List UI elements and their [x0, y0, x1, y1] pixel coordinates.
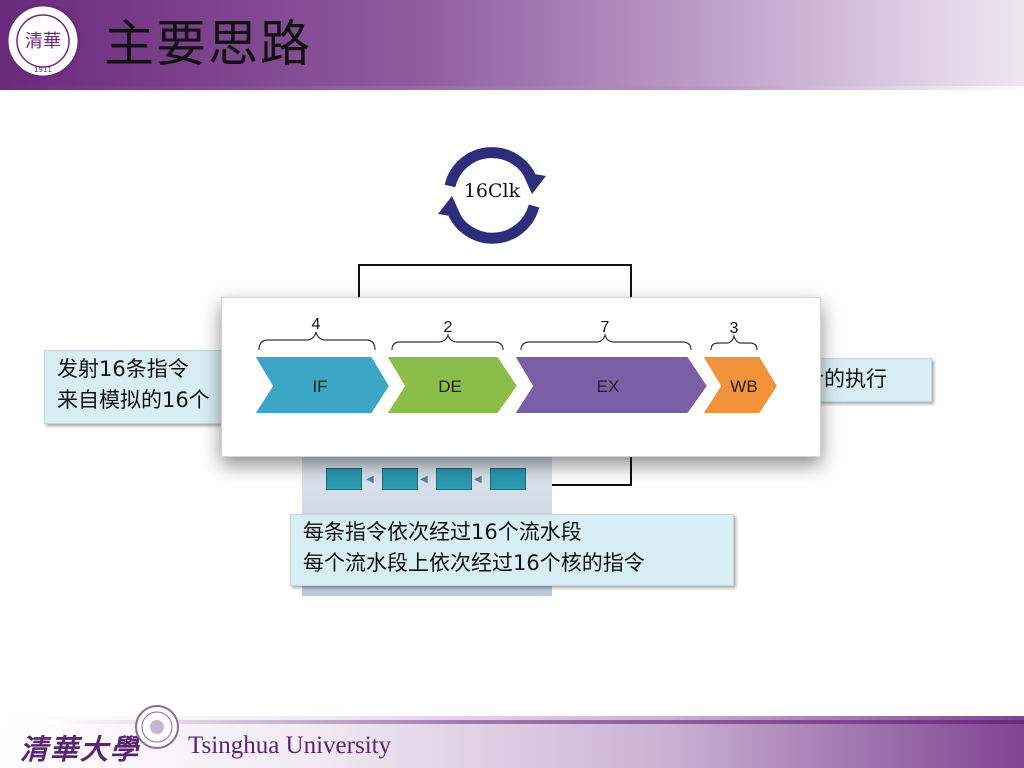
stage-if-label: IF	[312, 377, 327, 396]
brace-wb	[710, 333, 758, 351]
brace-if	[258, 331, 376, 351]
left-arrow-icon: ◀	[474, 474, 482, 485]
mini-stage-box	[326, 468, 362, 490]
svg-text:清華: 清華	[25, 31, 61, 52]
slide-title: 主要思路	[104, 15, 312, 73]
stage-de-count: 2	[444, 319, 453, 336]
header-band	[0, 0, 1024, 86]
callout-issue: 发射16条指令 来自模拟的16个	[44, 350, 240, 424]
callout-issue-line1: 发射16条指令	[57, 357, 189, 381]
footer-university-cn: 清華大學	[20, 733, 141, 766]
footer-university-en: Tsinghua University	[188, 732, 392, 759]
left-arrow-icon: ◀	[366, 474, 374, 485]
callout-issue-line2: 来自模拟的16个	[57, 388, 210, 412]
brace-de	[391, 332, 504, 351]
svg-text:1911: 1911	[34, 66, 52, 74]
stage-wb-count: 3	[730, 320, 739, 337]
footer-divider	[0, 720, 1024, 724]
stage-ex-count: 7	[601, 319, 610, 336]
stage-de-label: DE	[438, 377, 462, 396]
left-arrow-icon: ◀	[420, 474, 428, 485]
mini-stage-box	[436, 468, 472, 490]
header-divider	[0, 86, 1024, 90]
callout-stages-line1: 每条指令依次经过16个流水段	[303, 520, 582, 544]
stage-wb-chevron	[700, 355, 780, 415]
mini-stage-box	[382, 468, 418, 490]
cycle-clock-icon	[438, 147, 546, 244]
clock-label: 16Clk	[463, 180, 521, 202]
footer-seal-icon	[135, 705, 179, 749]
stage-de-chevron	[384, 355, 520, 415]
tsinghua-seal-icon: 清華 1911	[5, 3, 81, 79]
callout-stages-line2: 每个流水段上依次经过16个核的指令	[303, 551, 645, 575]
mini-stage-box	[490, 468, 526, 490]
stage-ex-chevron	[512, 355, 710, 415]
stage-if-chevron	[252, 355, 392, 415]
pipeline-diagram: 4 2 7 3 IF DE EX WB	[221, 297, 821, 457]
stage-wb-label: WB	[730, 377, 757, 396]
stage-if-count: 4	[312, 316, 321, 333]
stage-ex-label: EX	[597, 377, 620, 396]
callout-stages: 每条指令依次经过16个流水段 每个流水段上依次经过16个核的指令	[290, 514, 734, 586]
brace-ex	[520, 332, 692, 351]
callout-execute-text: 令的执行	[803, 367, 887, 391]
